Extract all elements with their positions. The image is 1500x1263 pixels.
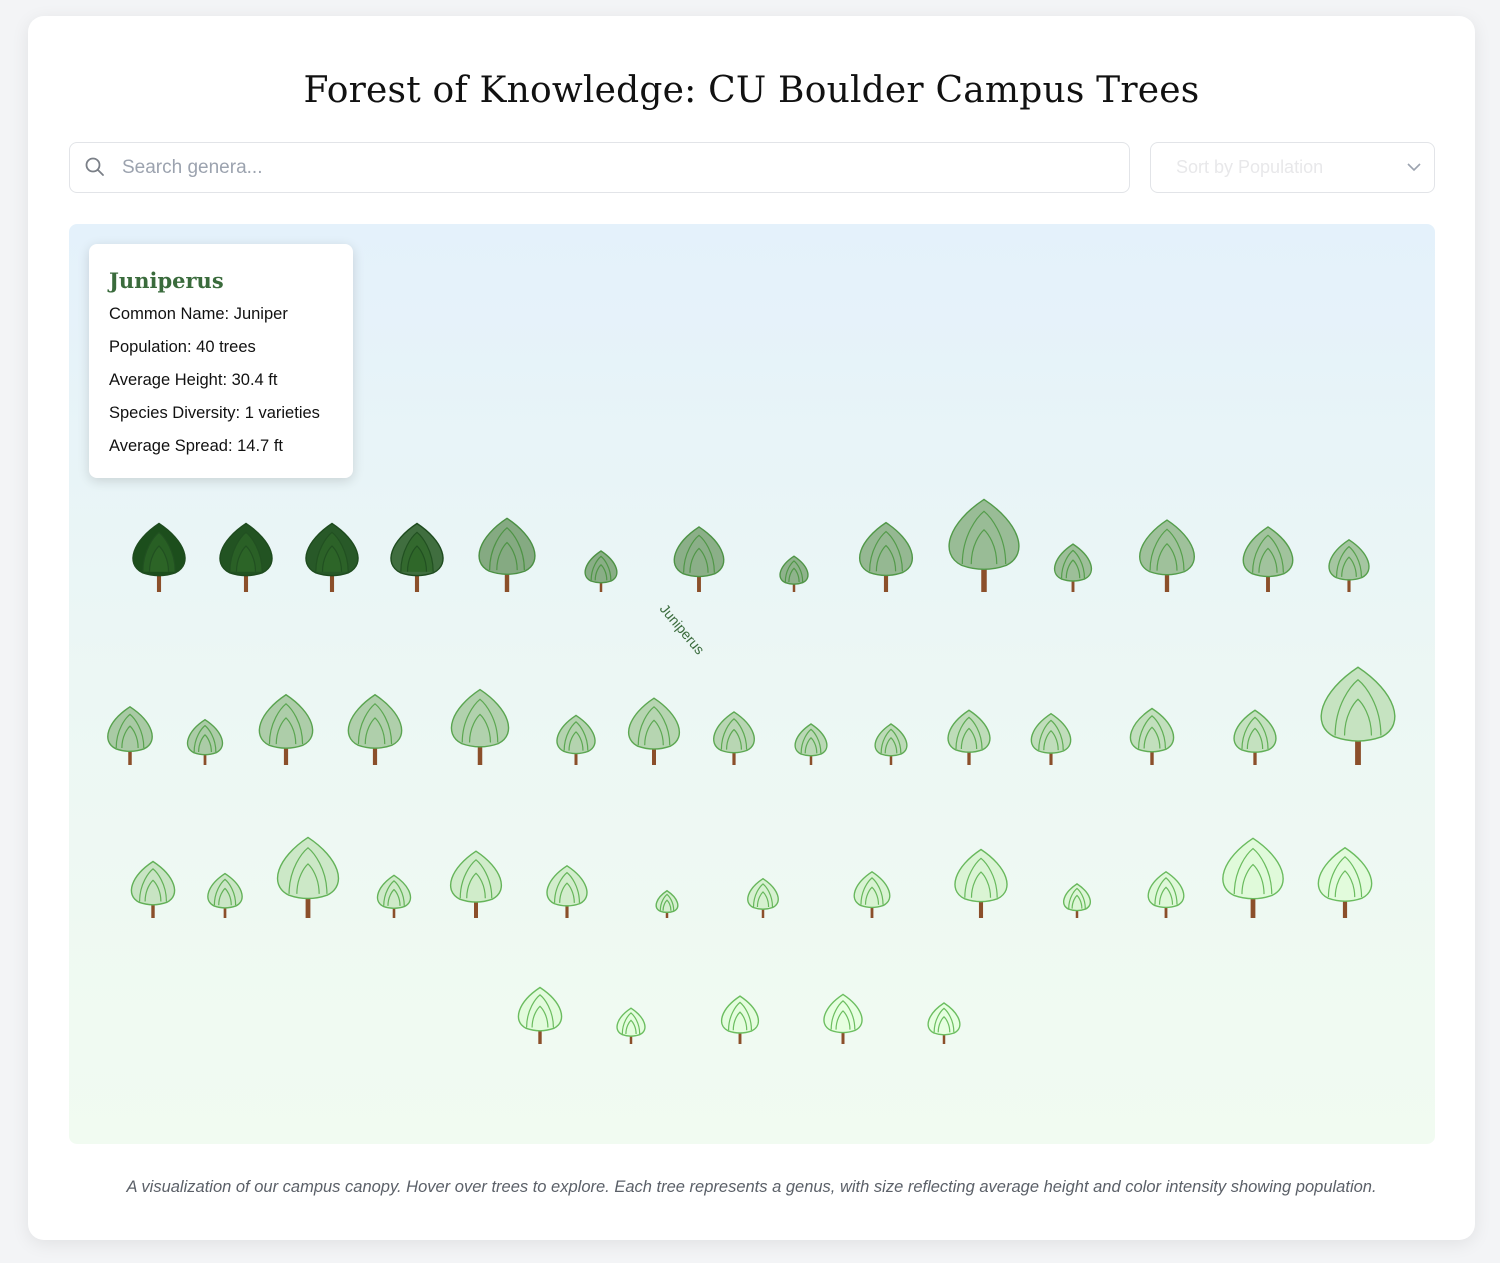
tree[interactable] xyxy=(1139,519,1195,592)
tree[interactable] xyxy=(130,860,176,918)
tooltip-height: Average Height: 30.4 ft xyxy=(109,371,278,389)
tree[interactable] xyxy=(449,850,503,918)
hovered-tree-label: Juniperus xyxy=(657,601,708,658)
tree[interactable] xyxy=(1053,543,1093,592)
tree[interactable] xyxy=(219,522,273,592)
page-title: Forest of Knowledge: CU Boulder Campus T… xyxy=(303,70,1200,111)
tree[interactable] xyxy=(1317,846,1373,918)
tree[interactable] xyxy=(1233,709,1277,765)
tooltip-population: Population: 40 trees xyxy=(109,338,256,356)
sort-select[interactable]: Sort by Population xyxy=(1150,142,1435,193)
tree[interactable] xyxy=(517,986,563,1044)
tree[interactable] xyxy=(132,522,186,592)
tree[interactable] xyxy=(948,498,1020,592)
tree[interactable] xyxy=(584,550,618,592)
tree[interactable] xyxy=(376,874,412,918)
tree[interactable] xyxy=(779,555,809,592)
tree[interactable] xyxy=(859,521,913,592)
tree[interactable] xyxy=(713,711,755,765)
tooltip-diversity: Species Diversity: 1 varieties xyxy=(109,404,320,422)
chevron-down-icon xyxy=(1407,163,1421,172)
tree[interactable] xyxy=(947,709,991,765)
tree[interactable] xyxy=(305,522,359,592)
tooltip-spread: Average Spread: 14.7 ft xyxy=(109,437,283,455)
tree[interactable] xyxy=(1062,883,1092,918)
tree[interactable] xyxy=(927,1002,961,1044)
search-box[interactable] xyxy=(69,142,1130,193)
tooltip-genus: Juniperus xyxy=(109,268,224,293)
tree[interactable] xyxy=(720,995,760,1044)
tree[interactable] xyxy=(823,993,863,1044)
tree[interactable] xyxy=(390,522,444,592)
caption: A visualization of our campus canopy. Ho… xyxy=(126,1178,1377,1196)
sort-select-value: Sort by Population xyxy=(1176,157,1324,177)
tree[interactable] xyxy=(853,871,891,918)
tooltip-common-name: Common Name: Juniper xyxy=(109,305,288,323)
tree-tooltip: Juniperus Common Name: Juniper Populatio… xyxy=(89,244,353,478)
tree[interactable] xyxy=(276,836,340,918)
tree[interactable] xyxy=(616,1007,646,1044)
tree[interactable] xyxy=(556,714,596,765)
tree[interactable] xyxy=(655,889,679,918)
search-input[interactable] xyxy=(120,144,1114,191)
forest-canvas: Juniperus Juniperus Common Name: Juniper… xyxy=(69,224,1435,1144)
tree[interactable] xyxy=(1328,538,1370,592)
tree[interactable] xyxy=(874,723,908,765)
tree[interactable] xyxy=(1242,526,1294,592)
tree[interactable] xyxy=(1129,707,1175,765)
tree[interactable] xyxy=(450,688,510,765)
search-icon xyxy=(85,157,104,176)
tree[interactable] xyxy=(546,864,588,918)
tree[interactable] xyxy=(954,848,1008,918)
tree[interactable] xyxy=(186,718,224,765)
tree[interactable] xyxy=(207,872,243,918)
main-card: Forest of Knowledge: CU Boulder Campus T… xyxy=(28,16,1475,1240)
forest-svg: Juniperus xyxy=(107,498,1396,1044)
tree[interactable] xyxy=(747,877,779,918)
tree[interactable] xyxy=(1147,871,1185,918)
tree[interactable] xyxy=(1320,666,1396,765)
tree[interactable] xyxy=(107,705,153,765)
tree[interactable] xyxy=(673,526,725,592)
tree[interactable] xyxy=(258,693,314,765)
tree[interactable] xyxy=(794,723,828,765)
tree[interactable] xyxy=(1030,712,1072,765)
tree[interactable] xyxy=(347,693,403,765)
tree[interactable] xyxy=(1222,837,1284,918)
tree[interactable] xyxy=(627,697,681,765)
tree[interactable] xyxy=(478,517,536,592)
